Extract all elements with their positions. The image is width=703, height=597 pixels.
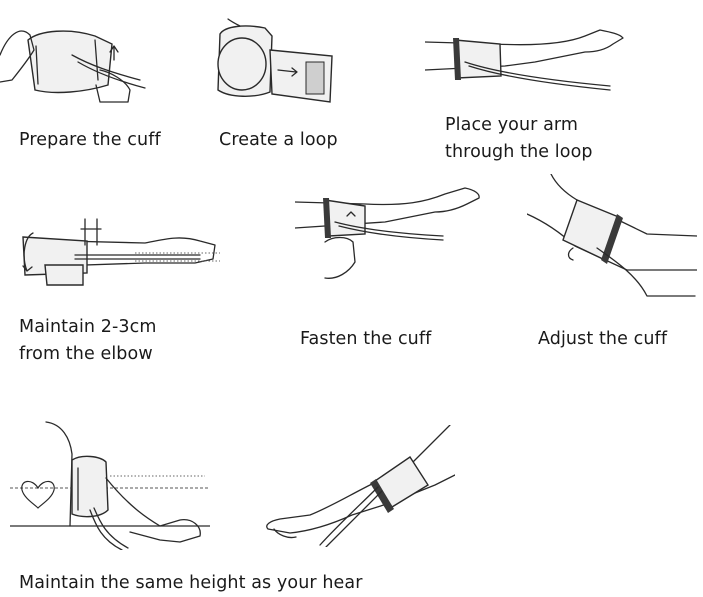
step-caption-line2: through the loop [445,142,593,162]
step-caption: Prepare the cuff [19,130,161,150]
elbow-distance-illustration [15,215,220,295]
step-caption: Fasten the cuff [300,329,432,349]
heart-height-illustration [10,418,210,550]
adjust-cuff-illustration [527,174,697,299]
lowered-arm-illustration [260,425,455,547]
fasten-cuff-illustration [295,182,485,282]
prepare-cuff-illustration [0,10,150,105]
step-caption-line1: Place your arm [445,115,579,135]
step-caption: Create a loop [219,130,338,150]
step-caption: Maintain the same height as your hear [19,573,363,593]
step-caption-line2: from the elbow [19,344,153,364]
step-caption-line1: Maintain 2-3cm [19,317,157,337]
place-arm-illustration [425,22,625,92]
create-loop-illustration [210,14,340,104]
step-caption: Adjust the cuff [538,329,668,349]
